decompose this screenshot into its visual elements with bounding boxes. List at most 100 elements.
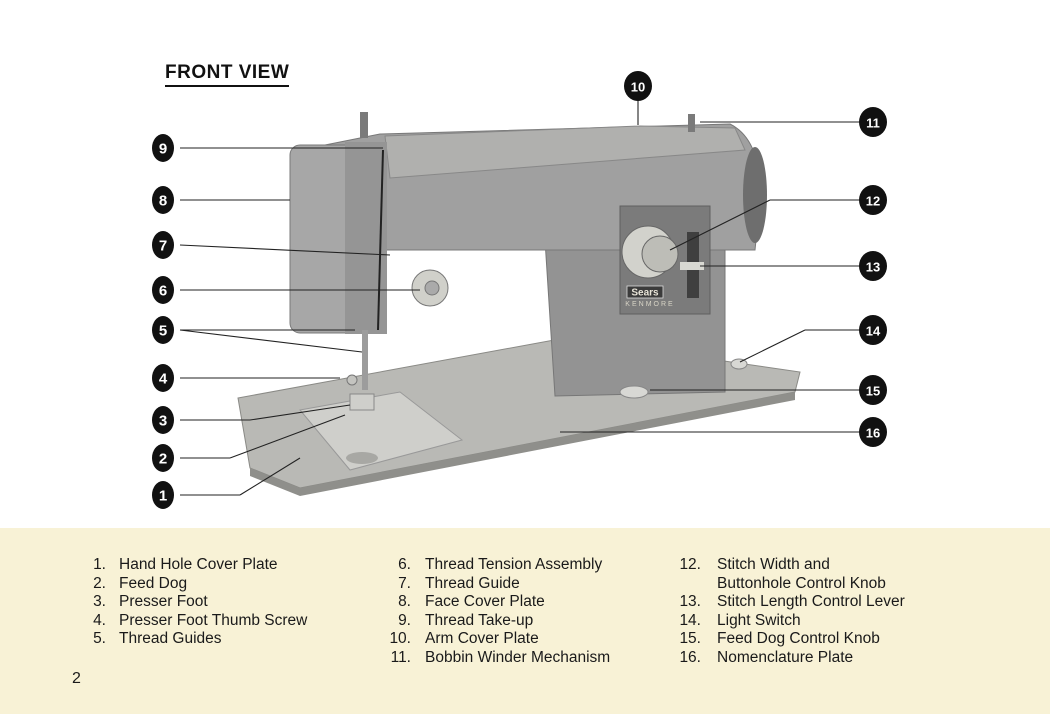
callout-5-label: 5 [159, 323, 167, 340]
legend-number: 5. [93, 630, 106, 647]
leader-lines [179, 100, 860, 496]
legend-label: Buttonhole Control Knob [717, 574, 886, 592]
legend-number: 10. [389, 630, 411, 647]
callout-4-label: 4 [159, 371, 168, 388]
callout-14: 14 [859, 315, 887, 345]
legend-item: 10. Arm Cover Plate [385, 630, 610, 649]
legend-label: Thread Guide [425, 574, 520, 592]
legend-item: 14. Light Switch [675, 612, 905, 631]
legend-number: 4. [93, 611, 106, 629]
legend-number: 1. [93, 556, 106, 573]
legend-column-1: 1.Hand Hole Cover Plate 2.Feed Dog 3.Pre… [88, 556, 307, 649]
kenmore-text: KENMORE [625, 301, 674, 308]
callout-7-label: 7 [159, 238, 167, 255]
legend-number: 7. [398, 574, 411, 592]
legend-label: Hand Hole Cover Plate [119, 556, 278, 573]
page-title: FRONT VIEW [165, 62, 290, 87]
callout-9-label: 9 [159, 141, 167, 158]
arm-cover-plate [384, 125, 746, 179]
callout-14-label: 14 [866, 324, 881, 339]
legend-number: 14. [679, 611, 701, 629]
legend-number: 3. [93, 593, 106, 610]
legend-number: 12. [679, 556, 701, 573]
presser-bar [362, 330, 368, 390]
legend-number: 16. [679, 648, 701, 666]
light-switch [730, 358, 748, 370]
callout-6-label: 6 [159, 283, 167, 300]
sears-badge-text: Sears [631, 288, 659, 299]
callout-markers: 1 2 3 4 5 6 7 8 9 10 11 12 13 14 15 16 [152, 71, 887, 509]
legend-label: Stitch Length Control Lever [717, 593, 905, 610]
bobbin-winder-spindle [688, 114, 695, 132]
legend-background [0, 528, 1050, 714]
callout-15-label: 15 [866, 384, 880, 399]
callout-8: 8 [152, 186, 174, 214]
legend-column-2: 6. Thread Tension Assembly 7. Thread Guide… [385, 556, 610, 667]
legend-column-3: 12.Stitch Width and Buttonhole Control K… [675, 556, 905, 668]
legend-item: 2. Feed Dog [88, 575, 307, 594]
legend-item: 1. Hand Hole Cover Plate [88, 556, 307, 575]
page-number: 2 [72, 670, 81, 687]
callout-9: 9 [152, 134, 174, 162]
callout-1: 1 [152, 481, 174, 509]
callout-5: 5 [152, 316, 174, 344]
legend-label: Feed Dog Control Knob [717, 630, 880, 647]
legend-label: Light Switch [717, 611, 801, 629]
legend-item: 5. Thread Guides [88, 630, 307, 649]
callout-13-label: 13 [866, 260, 880, 275]
spool-pin [360, 112, 368, 138]
legend-number: 11. [390, 648, 411, 666]
legend-item: 3.Presser Foot [88, 593, 307, 612]
callout-4: 4 [152, 364, 174, 392]
legend-number: 6. [398, 556, 411, 573]
legend-item: 11.Bobbin Winder Mechanism [385, 648, 611, 668]
legend-item: 9. Thread Take-up [385, 612, 610, 631]
legend-label: Thread Take-up [425, 611, 534, 629]
callout-1-label: 1 [159, 488, 167, 505]
legend-label: Presser Foot Thumb Screw [119, 611, 308, 629]
callout-8-label: 8 [159, 193, 167, 210]
callout-10: 10 [624, 71, 652, 101]
legend-label: Thread Tension Assembly [425, 556, 603, 573]
callout-16: 16 [859, 417, 887, 447]
callout-13: 13 [859, 251, 887, 281]
sewing-machine-figure: Sears KENMORE [152, 71, 887, 509]
legend-item-continuation: Buttonhole Control Knob [675, 575, 905, 594]
callout-15: 15 [859, 375, 887, 405]
thread-tension-center [424, 280, 440, 296]
sears-badge [626, 285, 664, 299]
stitch-length-lever [680, 262, 704, 270]
callout-2-label: 2 [159, 451, 167, 468]
callout-12: 12 [859, 185, 887, 215]
legend-item: 16. Nomenclature Plate [675, 649, 905, 668]
presser-foot-thumb-screw [346, 374, 358, 386]
callout-7: 7 [152, 231, 174, 259]
legend-label: Feed Dog [119, 574, 188, 592]
legend-number: 9. [398, 611, 411, 629]
callout-3-label: 3 [159, 413, 167, 430]
legend-label: Face Cover Plate [425, 593, 545, 610]
callout-10-label: 10 [631, 80, 645, 95]
legend-number: 8. [398, 593, 411, 610]
legend-label: Nomenclature Plate [717, 648, 854, 666]
legend-number: 15. [679, 630, 701, 647]
callout-11: 11 [859, 107, 887, 137]
callout-3: 3 [152, 406, 174, 434]
legend-item: 8. Face Cover Plate [385, 593, 610, 612]
legend-item: 7. Thread Guide [385, 575, 610, 594]
callout-11-label: 11 [866, 116, 880, 131]
legend-label: Arm Cover Plate [425, 630, 539, 647]
legend-number: 2. [93, 574, 106, 592]
legend-item: 15. Feed Dog Control Knob [675, 630, 905, 649]
legend-item: 6. Thread Tension Assembly [385, 556, 610, 575]
legend-item: 4. Presser Foot Thumb Screw [88, 612, 307, 631]
legend-label: Thread Guides [119, 630, 222, 647]
hand-hole-cover [346, 452, 378, 464]
callout-16-label: 16 [866, 426, 880, 441]
thread-line [377, 149, 384, 331]
legend-item: 13.Stitch Length Control Lever [675, 593, 905, 612]
stitch-width-knob [641, 235, 679, 273]
callout-6: 6 [152, 276, 174, 304]
presser-foot [349, 393, 375, 411]
